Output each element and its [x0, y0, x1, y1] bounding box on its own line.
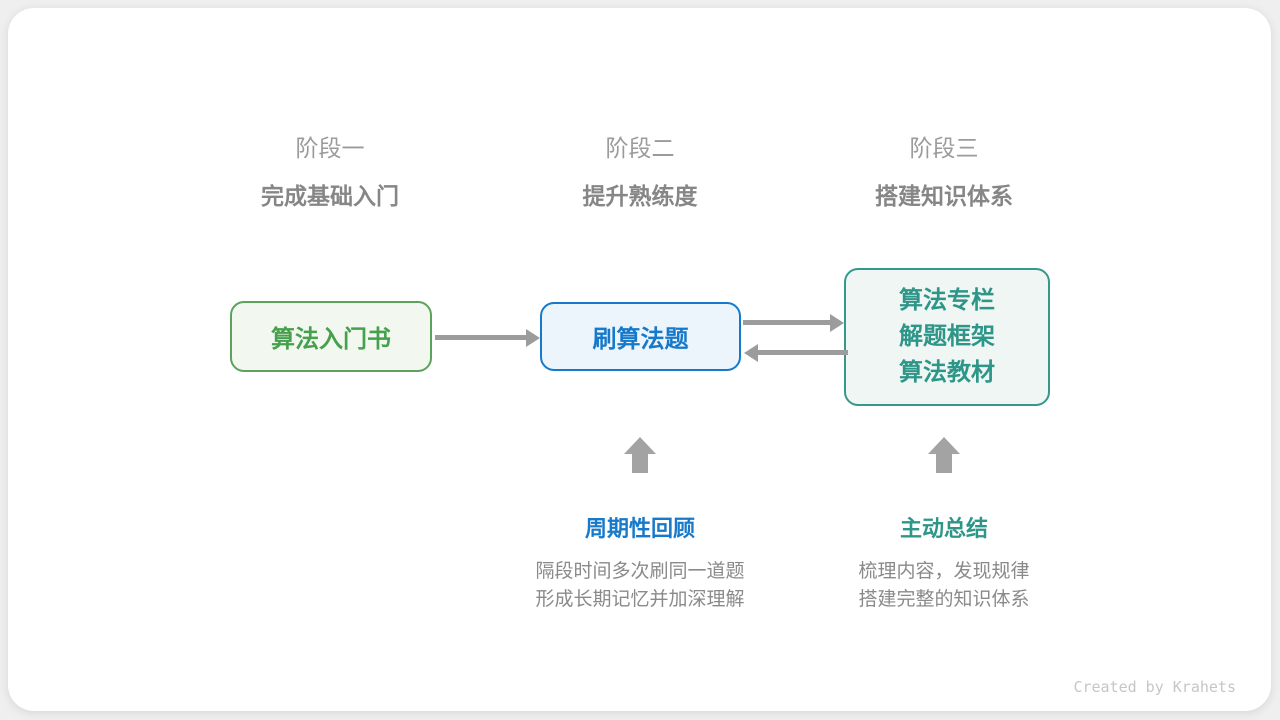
- arrow-up-shaft: [632, 453, 648, 473]
- node-practice: 刷算法题: [540, 302, 741, 371]
- stage-3-subtitle: 搭建知识体系: [875, 183, 1013, 209]
- annotation-active-summary-desc: 梳理内容，发现规律 搭建完整的知识体系: [774, 558, 1114, 613]
- arrow-left-shaft: [757, 350, 848, 355]
- annotation-periodic-review-desc: 隔段时间多次刷同一道题 形成长期记忆并加深理解: [470, 558, 810, 613]
- annotation-desc-line: 形成长期记忆并加深理解: [535, 588, 745, 610]
- annotation-periodic-review-title: 周期性回顾: [584, 516, 695, 541]
- node-knowledge-line-2: 解题框架: [899, 323, 995, 350]
- annotation-desc-line: 搭建完整的知识体系: [858, 588, 1030, 610]
- arrow-right-icon: [526, 329, 540, 347]
- node-practice-label: 刷算法题: [592, 326, 689, 353]
- arrow-up-icon: [624, 437, 656, 454]
- arrow-right-shaft: [435, 335, 527, 340]
- annotation-desc-line: 梳理内容，发现规律: [858, 561, 1030, 582]
- node-knowledge-line-3: 算法教材: [899, 359, 995, 386]
- stage-1-label: 阶段一: [295, 135, 365, 161]
- credit-text: Created by Krahets: [1073, 678, 1236, 696]
- arrow-right-shaft: [743, 320, 831, 325]
- node-intro-book: 算法入门书: [230, 301, 432, 372]
- annotation-desc-line: 隔段时间多次刷同一道题: [535, 561, 745, 582]
- stage-3-label: 阶段三: [909, 135, 979, 161]
- stage-2-subtitle: 提升熟练度: [582, 183, 698, 209]
- stage-1-subtitle: 完成基础入门: [261, 183, 399, 209]
- arrow-up-icon: [928, 437, 960, 454]
- arrow-left-icon: [744, 344, 758, 362]
- arrow-up-shaft: [936, 453, 952, 473]
- arrow-right-icon: [830, 314, 844, 332]
- stage-2-label: 阶段二: [605, 135, 675, 161]
- annotation-active-summary-title: 主动总结: [899, 516, 988, 541]
- node-knowledge-line-1: 算法专栏: [899, 287, 995, 314]
- node-knowledge: 算法专栏 解题框架 算法教材: [844, 268, 1050, 406]
- node-intro-book-label: 算法入门书: [271, 326, 391, 353]
